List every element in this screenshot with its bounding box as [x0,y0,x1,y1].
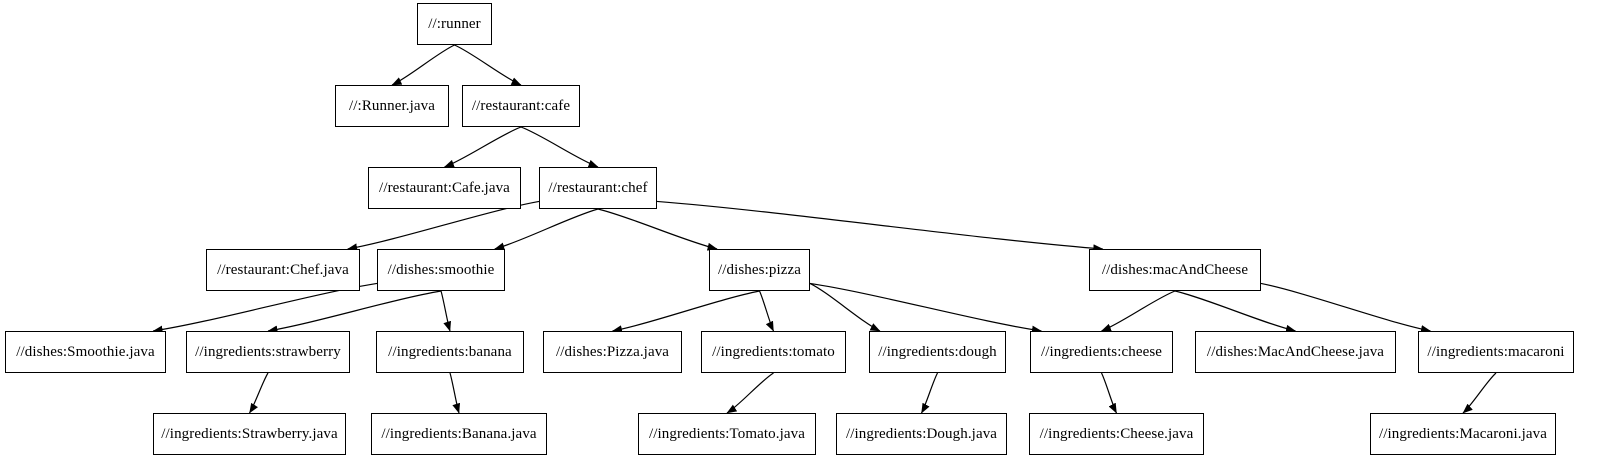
graph-edge-dishes_smoothie-to-ing_strawberry [267,290,442,334]
graph-node-label: //dishes:Smoothie.java [16,343,155,360]
graph-node-ing_tomato[interactable]: //ingredients:tomato [701,331,846,373]
graph-node-label: //restaurant:chef [548,179,648,196]
graph-node-smoothie_java[interactable]: //dishes:Smoothie.java [5,331,166,373]
graph-edge-ing_dough-to-dough_java [920,372,939,414]
graph-node-label: //ingredients:cheese [1040,343,1163,360]
graph-node-label: //dishes:MacAndCheese.java [1206,343,1385,360]
graph-edge-ing_macaroni-to-macaroni_java [1462,372,1497,414]
graph-node-label: //dishes:macAndCheese [1101,261,1249,278]
graph-edge-dishes_pizza-to-ing_tomato [758,290,775,332]
graph-node-label: //ingredients:Macaroni.java [1378,425,1548,442]
graph-node-ing_cheese[interactable]: //ingredients:cheese [1030,331,1173,373]
graph-node-dishes_smoothie[interactable]: //dishes:smoothie [377,249,505,291]
graph-edge-ing_strawberry-to-strawberry_java [248,372,269,414]
graph-node-runner_java[interactable]: //:Runner.java [335,85,449,127]
graph-node-label: //:Runner.java [349,97,435,114]
graph-node-label: //dishes:pizza [717,261,802,278]
graph-node-label: //ingredients:Dough.java [845,425,998,442]
graph-node-label: //ingredients:Strawberry.java [161,425,338,442]
edges-group [152,44,1497,414]
graph-node-dough_java[interactable]: //ingredients:Dough.java [836,413,1007,455]
graph-node-runner[interactable]: //:runner [417,3,492,45]
graph-edge-restaurant_chef-to-dishes_smoothie [494,208,599,251]
graph-edge-restaurant_chef-to-dishes_pizza [597,208,718,251]
graph-node-tomato_java[interactable]: //ingredients:Tomato.java [638,413,816,455]
graph-edge-restaurant_cafe-to-cafe_java [444,126,522,168]
graph-node-label: //restaurant:cafe [471,97,571,114]
graph-edge-ing_cheese-to-cheese_java [1100,372,1118,414]
graph-edge-dishes_smoothie-to-ing_banana [440,290,452,332]
graph-node-label: //dishes:smoothie [387,261,495,278]
graph-node-label: //ingredients:banana [388,343,512,360]
graph-node-label: //ingredients:Tomato.java [649,425,805,442]
graph-node-label: //:runner [428,15,481,32]
graph-edge-ing_banana-to-banana_java [449,372,461,414]
graph-node-dishes_pizza[interactable]: //dishes:pizza [709,249,810,291]
graph-edge-dishes_pizza-to-pizza_java [612,290,760,334]
graph-node-pizza_java[interactable]: //dishes:Pizza.java [543,331,682,373]
graph-node-label: //ingredients:macaroni [1427,343,1565,360]
graph-edge-dishes_mac-to-ing_macaroni [1260,282,1431,334]
graph-edge-runner-to-runner_java [391,44,455,86]
graph-node-label: //ingredients:Banana.java [381,425,537,442]
graph-node-ing_macaroni[interactable]: //ingredients:macaroni [1418,331,1574,373]
graph-node-label: //restaurant:Chef.java [217,261,349,278]
graph-edge-dishes_pizza-to-ing_cheese [809,282,1042,334]
graph-node-label: //ingredients:strawberry [195,343,341,360]
graph-node-macaroni_java[interactable]: //ingredients:Macaroni.java [1370,413,1556,455]
graph-node-label: //dishes:Pizza.java [555,343,670,360]
graph-node-banana_java[interactable]: //ingredients:Banana.java [371,413,547,455]
graph-node-dishes_mac[interactable]: //dishes:macAndCheese [1089,249,1261,291]
graph-edge-dishes_mac-to-mac_java [1174,290,1296,333]
graph-node-ing_strawberry[interactable]: //ingredients:strawberry [186,331,350,373]
graph-node-label: //ingredients:dough [878,343,997,360]
graph-node-restaurant_cafe[interactable]: //restaurant:cafe [462,85,580,127]
graph-edge-ing_tomato-to-tomato_java [726,372,774,414]
graph-node-label: //ingredients:Cheese.java [1039,425,1194,442]
graph-node-strawberry_java[interactable]: //ingredients:Strawberry.java [153,413,346,455]
graph-node-cheese_java[interactable]: //ingredients:Cheese.java [1029,413,1204,455]
graph-edge-dishes_mac-to-ing_cheese [1101,290,1176,332]
graph-edge-dishes_pizza-to-ing_dough [809,282,881,332]
graph-node-restaurant_chef[interactable]: //restaurant:chef [539,167,657,209]
graph-node-chef_java[interactable]: //restaurant:Chef.java [206,249,360,291]
graph-node-label: //ingredients:tomato [712,343,835,360]
graph-node-ing_dough[interactable]: //ingredients:dough [869,331,1006,373]
graph-node-label: //restaurant:Cafe.java [379,179,510,196]
graph-node-mac_java[interactable]: //dishes:MacAndCheese.java [1195,331,1396,373]
graph-node-ing_banana[interactable]: //ingredients:banana [376,331,524,373]
graph-edge-restaurant_cafe-to-restaurant_chef [520,126,599,168]
graph-edge-runner-to-restaurant_cafe [454,44,522,86]
graph-node-cafe_java[interactable]: //restaurant:Cafe.java [368,167,521,209]
graph-edge-restaurant_chef-to-dishes_mac [656,200,1104,253]
